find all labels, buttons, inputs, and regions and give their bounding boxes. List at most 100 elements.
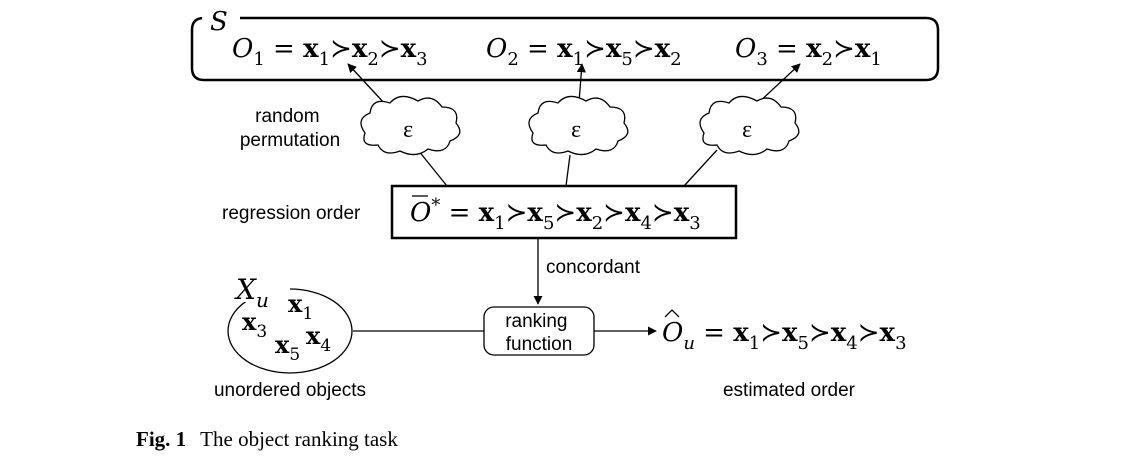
object-index: 4 [320, 336, 331, 356]
object-index: 5 [289, 345, 300, 365]
order-superscript: * [431, 195, 440, 216]
order-symbol: O [662, 318, 683, 348]
noise-symbol-1: ε [403, 117, 413, 143]
object-symbol: x [242, 307, 257, 336]
equals-symbol: = [695, 318, 733, 348]
connector-line-2 [565, 154, 571, 187]
object-symbol: x [655, 34, 671, 64]
permutation-arrow-1 [347, 63, 386, 105]
object-index: 4 [846, 333, 857, 354]
equals-symbol: = [768, 34, 806, 64]
noise-cloud-3 [699, 95, 800, 156]
svg-text:x3: x3 [242, 307, 267, 342]
precedes-symbol: ≻ [833, 34, 855, 64]
precedes-symbol: ≻ [584, 34, 606, 64]
object-index: 2 [822, 49, 833, 70]
noise-cloud-1 [360, 95, 461, 156]
precedes-symbol: ≻ [652, 198, 674, 228]
observed-order-2: O2 = x1≻x5≻x2 [486, 34, 682, 70]
connector-line-3 [683, 149, 718, 187]
object-index: 1 [573, 49, 584, 70]
object-symbol: x [557, 34, 573, 64]
set-label: S [210, 7, 228, 37]
order-index: 3 [756, 49, 767, 70]
figure-caption-text: The object ranking task [200, 427, 398, 451]
unordered-set-symbol: Xu [234, 273, 269, 312]
ranking-function-label: ranking function [505, 311, 573, 355]
object-index: 1 [494, 213, 505, 234]
figure-number: Fig. 1 [136, 427, 187, 451]
object-symbol: x [782, 318, 798, 348]
estimated-order-label: estimated order [723, 380, 856, 401]
svg-text:Ou = x1≻x5≻x4≻x3: Ou = x1≻x5≻x4≻x3 [662, 318, 907, 354]
object-index: 1 [319, 49, 330, 70]
hat-accent [664, 309, 680, 318]
object-symbol: x [401, 34, 417, 64]
object-symbol: x [288, 289, 303, 318]
concordant-label: concordant [546, 257, 641, 278]
object-index: 3 [895, 333, 906, 354]
random-permutation-label: random permutation [240, 106, 340, 151]
svg-text:O* = x1≻x5≻x2≻x4≻x3: O* = x1≻x5≻x2≻x4≻x3 [410, 195, 701, 234]
equals-symbol: = [440, 198, 478, 228]
object-ranking-diagram: S O1 = x1≻x2≻x3 O2 = x1≻x5≻x2 O3 = x2≻x1… [190, 7, 940, 401]
precedes-symbol: ≻ [379, 34, 401, 64]
observed-order-1: O1 = x1≻x2≻x3 [232, 34, 428, 70]
object-symbol: x [479, 198, 495, 228]
object-index: 1 [749, 333, 760, 354]
svg-text:x5: x5 [275, 330, 300, 365]
observed-set-box [190, 16, 940, 82]
svg-text:O3 = x2≻x1: O3 = x2≻x1 [735, 34, 882, 70]
object-symbol: x [733, 318, 749, 348]
noise-symbol-3: ε [742, 117, 752, 143]
object-index: 3 [689, 213, 700, 234]
object-symbol: x [352, 34, 368, 64]
regression-order-box [390, 184, 738, 240]
set-symbol: X [234, 273, 257, 306]
object-index: 2 [670, 49, 681, 70]
object-index: 1 [302, 304, 313, 324]
object-index: 5 [621, 49, 632, 70]
object-index: 2 [367, 49, 378, 70]
noise-symbol-2: ε [571, 117, 581, 143]
precedes-symbol: ≻ [330, 34, 352, 64]
observed-order-3: O3 = x2≻x1 [735, 34, 882, 70]
object-index: 4 [640, 213, 651, 234]
permutation-arrow-2 [576, 63, 586, 103]
object-symbol: x [606, 34, 622, 64]
object-symbol: x [880, 318, 896, 348]
precedes-symbol: ≻ [603, 198, 625, 228]
order-index: u [683, 333, 695, 354]
object-symbol: x [306, 321, 321, 350]
figure-caption: Fig. 1 The object ranking task [136, 427, 398, 452]
precedes-symbol: ≻ [809, 318, 831, 348]
set-index: u [256, 288, 269, 312]
precedes-symbol: ≻ [760, 318, 782, 348]
equals-symbol: = [265, 34, 303, 64]
order-index: 2 [507, 49, 518, 70]
object-index: 5 [543, 213, 554, 234]
object-symbol: x [831, 318, 847, 348]
regression-order-label: regression order [222, 203, 361, 224]
connector-line-1 [417, 149, 448, 187]
object-index: 3 [256, 322, 267, 342]
order-index: 1 [253, 49, 264, 70]
noise-cloud-2 [528, 95, 629, 156]
object-index: 1 [870, 49, 881, 70]
object-index: 2 [592, 213, 603, 234]
estimated-order-formula: Ou = x1≻x5≻x4≻x3 [662, 309, 907, 354]
permutation-arrow-3 [756, 63, 801, 105]
equals-symbol: = [519, 34, 557, 64]
precedes-symbol: ≻ [506, 198, 528, 228]
unordered-objects-label: unordered objects [214, 380, 366, 401]
object-symbol: x [527, 198, 543, 228]
regression-order-formula: O* = x1≻x5≻x2≻x4≻x3 [410, 195, 701, 234]
svg-text:x1: x1 [288, 289, 313, 324]
object-index: 3 [416, 49, 427, 70]
svg-text:Xu: Xu [234, 273, 269, 312]
object-symbol: x [576, 198, 592, 228]
order-symbol: O [232, 34, 253, 64]
order-symbol: O [486, 34, 507, 64]
object-symbol: x [674, 198, 690, 228]
